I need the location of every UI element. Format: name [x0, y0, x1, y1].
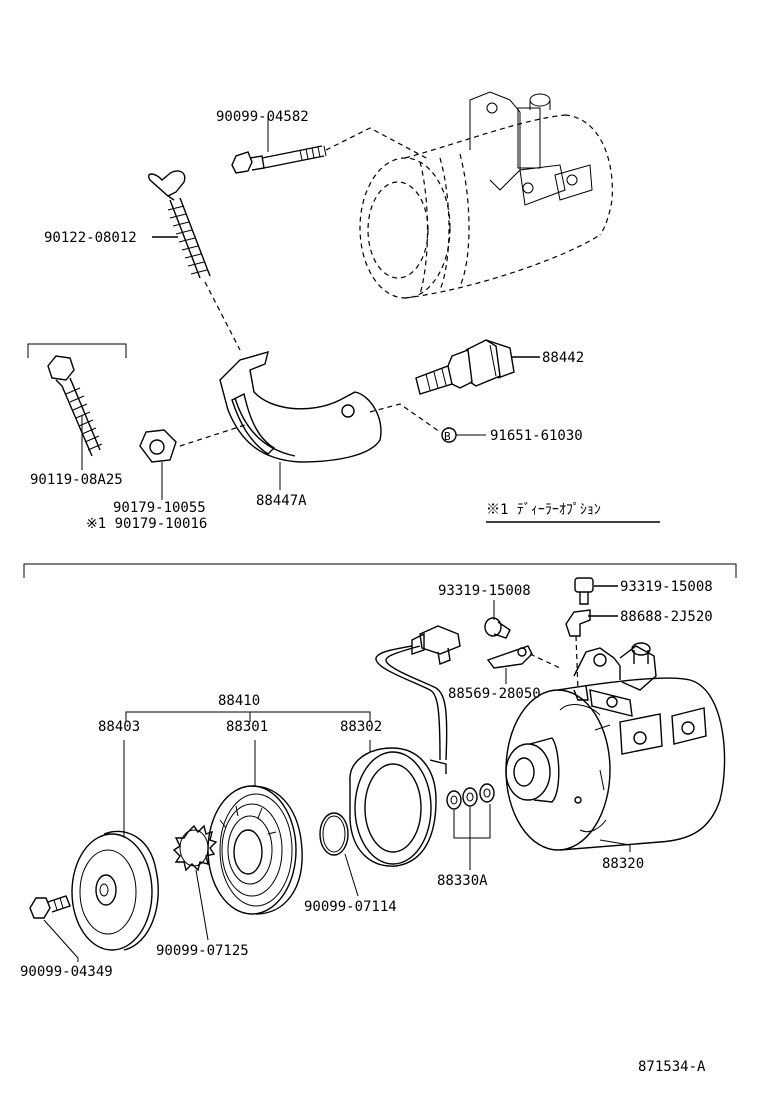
- option-note: ※1 ﾃﾞｨｰﾗｰｵﾌﾟｼｮﾝ: [486, 502, 601, 518]
- switch-88442: [415, 339, 515, 395]
- label-90179-10016-option: ※1 90179-10016: [86, 516, 207, 532]
- snap-ring-90099-07114: [319, 812, 349, 856]
- bolt-90119-08A25: [47, 355, 103, 457]
- nut-90179-10055: [139, 424, 246, 463]
- clip-88688-2J520: [565, 609, 591, 637]
- label-88301: 88301: [226, 719, 268, 735]
- label-90099-07125: 90099-07125: [156, 943, 249, 959]
- label-90119-08A25: 90119-08A25: [30, 472, 123, 488]
- label-88330A: 88330A: [437, 873, 488, 889]
- center-bolt-90099-04349: [29, 895, 71, 919]
- label-88688-2J520: 88688-2J520: [620, 609, 713, 625]
- screw-93319-15008-right: [574, 577, 594, 605]
- wire-connector: [375, 625, 461, 774]
- label-90099-04582: 90099-04582: [216, 109, 309, 125]
- snap-ring-90099-07125: [172, 824, 218, 872]
- label-90122-08012: 90122-08012: [44, 230, 137, 246]
- shims-88330A: [446, 783, 495, 810]
- label-90099-04349: 90099-04349: [20, 964, 113, 980]
- stator-88302: [349, 747, 437, 867]
- label-91651-61030: 91651-61030: [490, 428, 583, 444]
- option-bracket-line: [27, 343, 127, 358]
- compressor-88320: [505, 642, 726, 851]
- label-88442: 88442: [542, 350, 584, 366]
- screw-93319-15008-left: [484, 617, 511, 639]
- bolt-90099-04582: [231, 127, 431, 174]
- label-90099-07114: 90099-07114: [304, 899, 397, 915]
- label-88447A: 88447A: [256, 493, 307, 509]
- wing-bolt-90122-08012: [148, 170, 241, 351]
- label-93319-15008-right: 93319-15008: [620, 579, 713, 595]
- pin-marker-letter: B: [444, 430, 451, 443]
- pulley-88301: [207, 785, 303, 915]
- label-88302: 88302: [340, 719, 382, 735]
- label-90179-10055: 90179-10055: [113, 500, 206, 516]
- compressor-top-outline: [359, 91, 613, 299]
- label-88403: 88403: [98, 719, 140, 735]
- bracket-88569-28050: [486, 645, 533, 669]
- figure-id: 871534-A: [638, 1059, 706, 1075]
- bracket-88447A: [219, 350, 441, 463]
- label-88320: 88320: [602, 856, 644, 872]
- pin-marker: B: [441, 427, 457, 443]
- label-93319-15008-left: 93319-15008: [438, 583, 531, 599]
- label-88569-28050: 88569-28050: [448, 686, 541, 702]
- pressure-plate-88403: [71, 830, 159, 951]
- label-88410: 88410: [218, 693, 260, 709]
